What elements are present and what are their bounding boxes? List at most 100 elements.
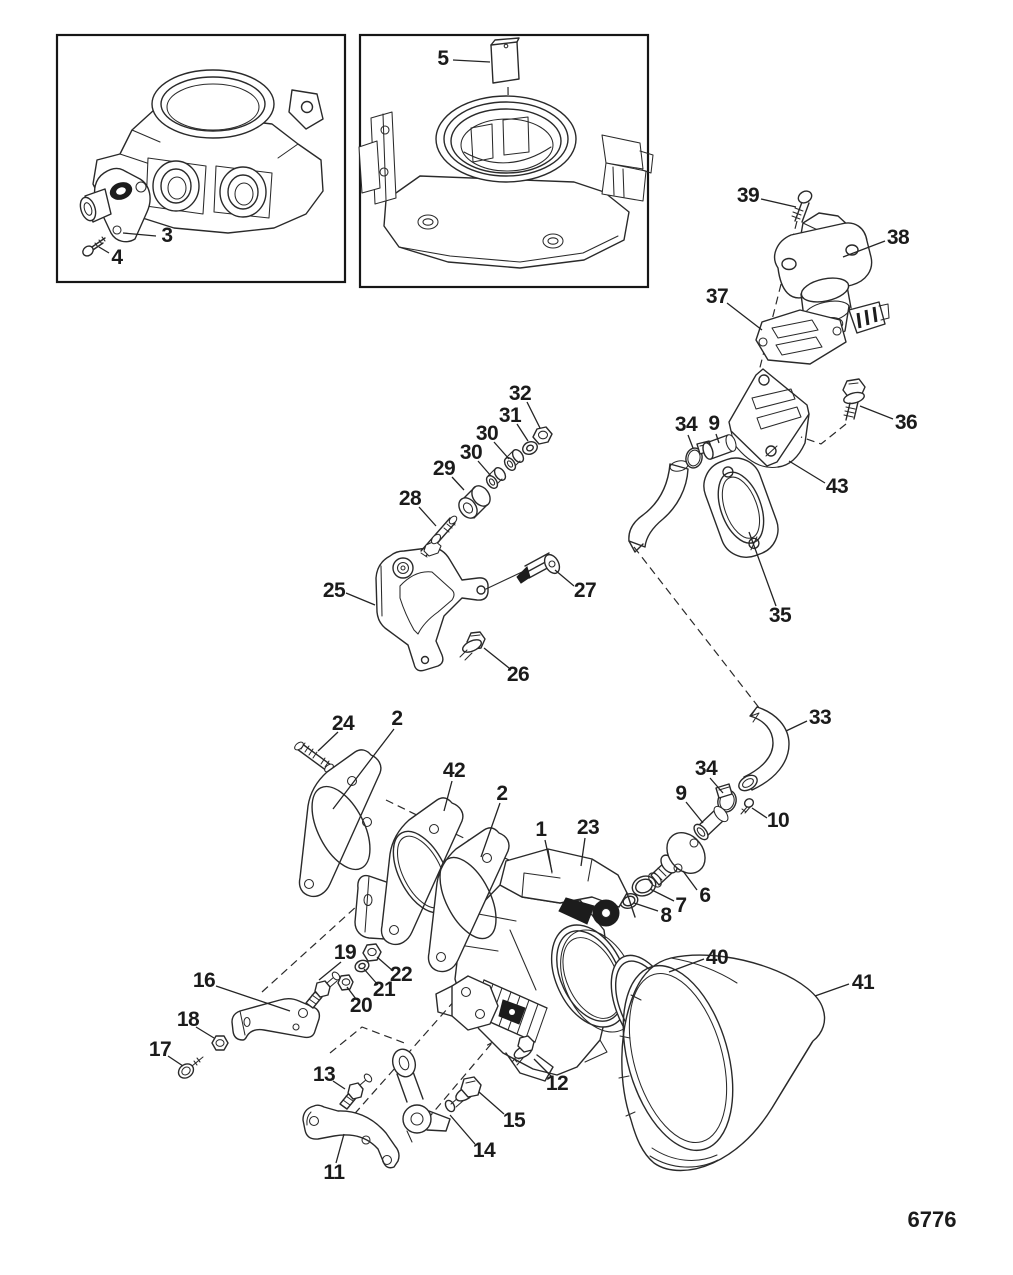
- part-callout-c30a: 30: [459, 441, 483, 464]
- bushing-29: [458, 485, 491, 519]
- leader-line-c9u: [715, 433, 720, 444]
- throttle-body-1: [435, 848, 638, 1082]
- leader-line-c31: [516, 423, 529, 442]
- leader-line-c43: [788, 460, 826, 484]
- part-callout-c4: 4: [111, 246, 123, 269]
- iac-screw-39: [791, 190, 813, 223]
- fitting-13: [339, 1073, 373, 1110]
- part-callout-c36: 36: [894, 411, 918, 434]
- part-callout-c11: 11: [323, 1161, 345, 1184]
- part-callout-c41: 41: [851, 971, 875, 994]
- part-callout-c34u: 34: [674, 413, 698, 436]
- leader-line-c27: [554, 569, 575, 587]
- part-callout-c18: 18: [176, 1008, 200, 1031]
- part-callout-c40: 40: [705, 946, 729, 969]
- leader-line-c35: [748, 531, 777, 607]
- nut-22: [362, 943, 382, 962]
- leader-line-c24: [317, 731, 339, 752]
- leader-line-c33: [785, 720, 808, 732]
- water-fitting-6: [648, 832, 706, 888]
- leader-line-c36: [859, 405, 894, 420]
- leader-line-c30a: [477, 460, 492, 477]
- leader-line-c37: [726, 302, 763, 331]
- part-callout-c21: 21: [372, 978, 396, 1001]
- figure-number: 6776: [907, 1207, 957, 1232]
- part-callout-c17: 17: [148, 1038, 172, 1061]
- leader-line-c12: [533, 1058, 552, 1077]
- leader-line-c40: [668, 958, 705, 973]
- leader-line-c28: [418, 506, 437, 527]
- leader-line-c15: [478, 1091, 505, 1115]
- part-callout-c39: 39: [736, 184, 760, 207]
- leader-line-c2b: [480, 802, 501, 858]
- inset-throttle-body-top: [358, 95, 654, 269]
- part-callout-c8: 8: [660, 904, 672, 927]
- leader-line-c21: [363, 968, 379, 986]
- leader-line-c6: [682, 870, 698, 891]
- leader-line-c7: [649, 888, 675, 902]
- leader-line-c23: [580, 837, 586, 867]
- throttle-position-sensor: [79, 167, 151, 243]
- part-callout-c28: 28: [398, 487, 422, 510]
- nut-18: [211, 1035, 229, 1051]
- part-callout-c3: 3: [161, 224, 173, 247]
- leader-line-c4: [98, 246, 110, 254]
- part-callout-c9l: 9: [675, 782, 687, 805]
- leader-line-c25: [345, 592, 376, 606]
- part-callout-c6: 6: [699, 884, 711, 907]
- leader-line-c8: [633, 902, 659, 912]
- leader-line-c34l: [709, 777, 724, 794]
- link-lever-14: [391, 1048, 451, 1143]
- leader-line-c2a: [332, 728, 395, 810]
- part-callout-c31: 31: [498, 404, 522, 427]
- clamp-screw-10: [740, 798, 755, 815]
- part-callout-c1: 1: [535, 818, 547, 841]
- part-callout-c7: 7: [675, 894, 687, 917]
- part-callout-c22: 22: [389, 963, 413, 986]
- leader-line-c41: [814, 983, 850, 997]
- part-callout-c2a: 2: [391, 707, 403, 730]
- stud-28: [420, 515, 458, 558]
- inset-side-view: [55, 33, 347, 284]
- part-callout-c35: 35: [768, 604, 792, 627]
- part-callout-c30b: 30: [475, 422, 499, 445]
- nut-32: [532, 426, 553, 445]
- leader-line-c3: [122, 232, 157, 237]
- leader-line-c1: [544, 839, 553, 873]
- pivot-bolt-15: [444, 1076, 482, 1113]
- cam-lever-16: [231, 998, 321, 1041]
- part-callout-c2b: 2: [496, 782, 508, 805]
- iac-gasket-37: [755, 309, 847, 365]
- spacer-plate-42: [354, 797, 464, 946]
- leader-line-c16: [215, 985, 291, 1012]
- spacer-30-b: [503, 449, 525, 471]
- leader-line-c10: [751, 807, 768, 819]
- standoff-27: [516, 552, 561, 584]
- leader-line-c20: [346, 986, 357, 1000]
- part-callout-c16: 16: [192, 969, 216, 992]
- leader-line-c17: [167, 1055, 184, 1067]
- part-callout-c19: 19: [333, 941, 357, 964]
- part-callout-c34l: 34: [694, 757, 718, 780]
- part-callout-c26: 26: [506, 663, 530, 686]
- part-callout-c9u: 9: [708, 412, 720, 435]
- part-callout-c15: 15: [502, 1109, 526, 1132]
- flame-arrestor-41: [618, 954, 826, 1172]
- part-callout-c14: 14: [472, 1139, 496, 1162]
- leader-line-c34u: [687, 434, 694, 449]
- fitting-19: [305, 971, 341, 1009]
- leader-line-c18: [195, 1026, 215, 1039]
- o-ring-7: [631, 875, 657, 897]
- part-callout-c25: 25: [322, 579, 346, 602]
- leader-line-c14: [449, 1114, 476, 1145]
- nut-20: [337, 974, 354, 991]
- part-callout-c38: 38: [886, 226, 910, 249]
- leader-line-c13: [332, 1080, 346, 1090]
- part-callout-c42: 42: [442, 759, 466, 782]
- vent-hose-33: [738, 706, 790, 792]
- part-callout-c32: 32: [508, 382, 532, 405]
- support-bracket-11: [302, 1104, 400, 1169]
